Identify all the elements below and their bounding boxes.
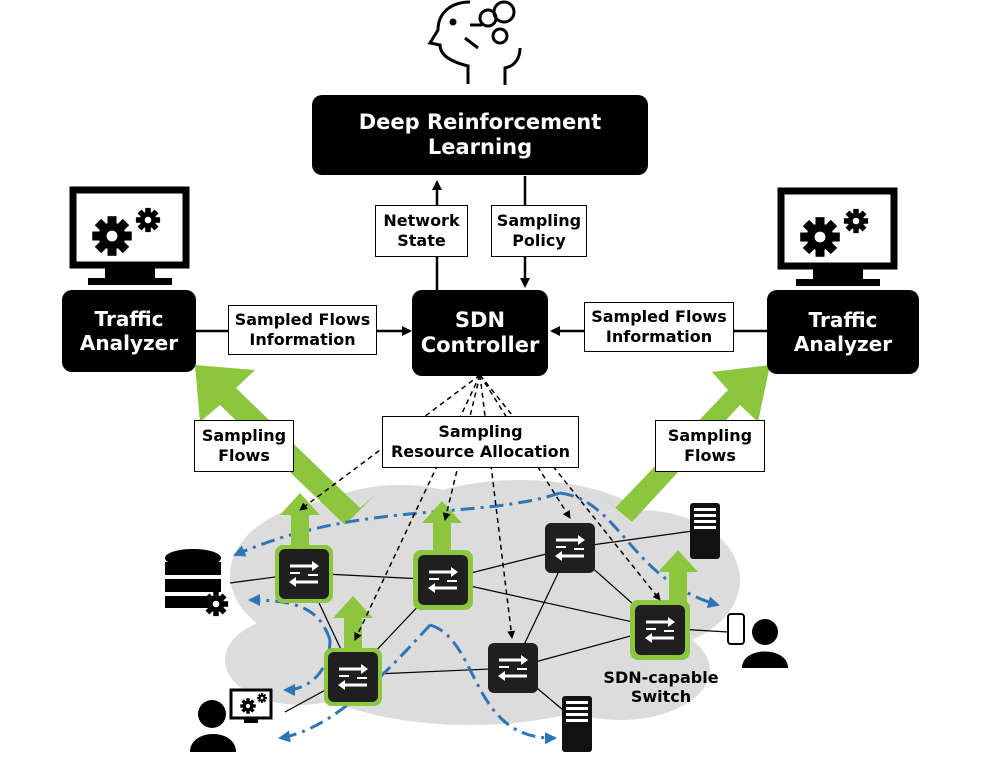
sampled-info-right-box: Sampled Flows Information — [584, 302, 734, 352]
traffic-analyzer-left-label: Traffic Analyzer — [79, 307, 179, 355]
user-computer-icon — [190, 688, 273, 752]
user-phone-icon — [727, 613, 788, 668]
switch-icon — [277, 547, 331, 601]
network-state-box: Network State — [375, 205, 468, 257]
sampling-flows-left-label: Sampling Flows — [201, 426, 287, 465]
resource-allocation-box: Sampling Resource Allocation — [382, 416, 579, 468]
switch-icon — [633, 603, 687, 657]
database-gear-icon — [165, 549, 229, 617]
monitor-gear-icon — [777, 187, 898, 286]
switch-icon — [543, 521, 597, 575]
server-icon — [690, 503, 720, 559]
sampling-flows-right-label: Sampling Flows — [667, 426, 753, 465]
sdn-controller-box: SDN Controller — [412, 290, 548, 376]
drl-title: Deep Reinforcement Learning — [358, 109, 602, 159]
sampled-info-left-label: Sampled Flows Information — [234, 310, 371, 349]
server-icon — [562, 696, 592, 752]
resource-allocation-label: Sampling Resource Allocation — [390, 422, 570, 461]
network-state-label: Network State — [383, 211, 460, 250]
sampling-policy-box: Sampling Policy — [491, 205, 587, 257]
sampled-info-left-box: Sampled Flows Information — [228, 305, 377, 355]
drl-title-box: Deep Reinforcement Learning — [312, 95, 648, 175]
sampled-info-right-label: Sampled Flows Information — [591, 307, 727, 346]
switch-icon — [486, 641, 540, 695]
sampling-flows-left-box: Sampling Flows — [194, 420, 294, 472]
traffic-analyzer-right: Traffic Analyzer — [767, 290, 919, 374]
sampling-policy-label: Sampling Policy — [496, 211, 582, 250]
sampling-flows-right-box: Sampling Flows — [655, 420, 765, 472]
switch-caption: SDN-capable Switch — [603, 668, 719, 707]
traffic-analyzer-left: Traffic Analyzer — [62, 290, 196, 372]
switch-icon — [326, 650, 380, 704]
ai-brain-gear-icon — [427, 0, 522, 85]
sdn-controller-label: SDN Controller — [420, 307, 540, 357]
switch-icon — [416, 553, 470, 607]
monitor-gear-icon — [69, 186, 190, 285]
traffic-analyzer-right-label: Traffic Analyzer — [793, 308, 893, 356]
